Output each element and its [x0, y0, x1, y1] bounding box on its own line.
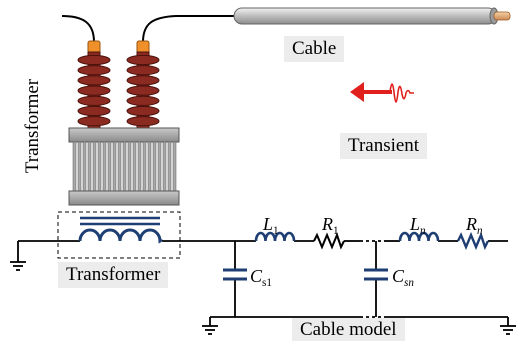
lead-wire-left	[61, 15, 95, 43]
transformer-terminals	[87, 40, 150, 54]
cooling-fins	[72, 141, 177, 192]
cable-label: Cable	[284, 36, 345, 62]
terminal-left	[87, 40, 101, 54]
ground-symbols	[10, 261, 516, 335]
inductor-l1-label: L1	[263, 214, 279, 237]
transient-waveform	[387, 83, 414, 103]
capacitor-cs1	[223, 268, 247, 281]
cable-sheath	[233, 7, 497, 25]
bushing-insulators	[77, 51, 160, 130]
inductor-ln-label: Ln	[410, 214, 426, 237]
insulator-right	[126, 51, 160, 130]
ground-bottom-right-icon	[500, 325, 516, 335]
capacitor-csn	[364, 268, 388, 281]
terminal-right	[136, 40, 150, 54]
core-bottom-plate	[68, 190, 180, 206]
resistor-rn	[456, 231, 490, 251]
core-top-plate	[68, 127, 180, 143]
dotted-continuations	[360, 240, 384, 318]
transformer-label: Transformer	[58, 262, 169, 288]
transformer-coil	[78, 228, 163, 244]
resistor-r1	[313, 232, 345, 250]
inductor-l1	[254, 231, 296, 242]
inductor-ln	[398, 231, 440, 242]
lead-wire-right	[142, 15, 234, 43]
ground-bottom-left-icon	[202, 325, 218, 335]
transformer-vertical-label: Transformer	[22, 78, 43, 174]
transient-label: Transient	[340, 133, 428, 159]
transformer-core-body	[68, 127, 180, 206]
resistor-rn-label: Rn	[466, 214, 483, 237]
cable-core	[493, 11, 511, 21]
transient-indicator	[350, 82, 414, 103]
capacitor-csn-label: Csn	[392, 266, 414, 289]
capacitor-cs1-label: Cs1	[250, 266, 272, 289]
transient-arrow	[350, 82, 392, 102]
circuit-wires	[17, 240, 509, 326]
transformer-symbol	[57, 211, 181, 259]
resistor-r1-label: R1	[322, 214, 339, 237]
cable-graphic	[233, 7, 511, 25]
cable-model-label: Cable model	[292, 318, 405, 341]
transformer-lead-wires	[61, 15, 234, 43]
ground-left-icon	[10, 261, 26, 271]
insulator-left	[77, 51, 111, 130]
